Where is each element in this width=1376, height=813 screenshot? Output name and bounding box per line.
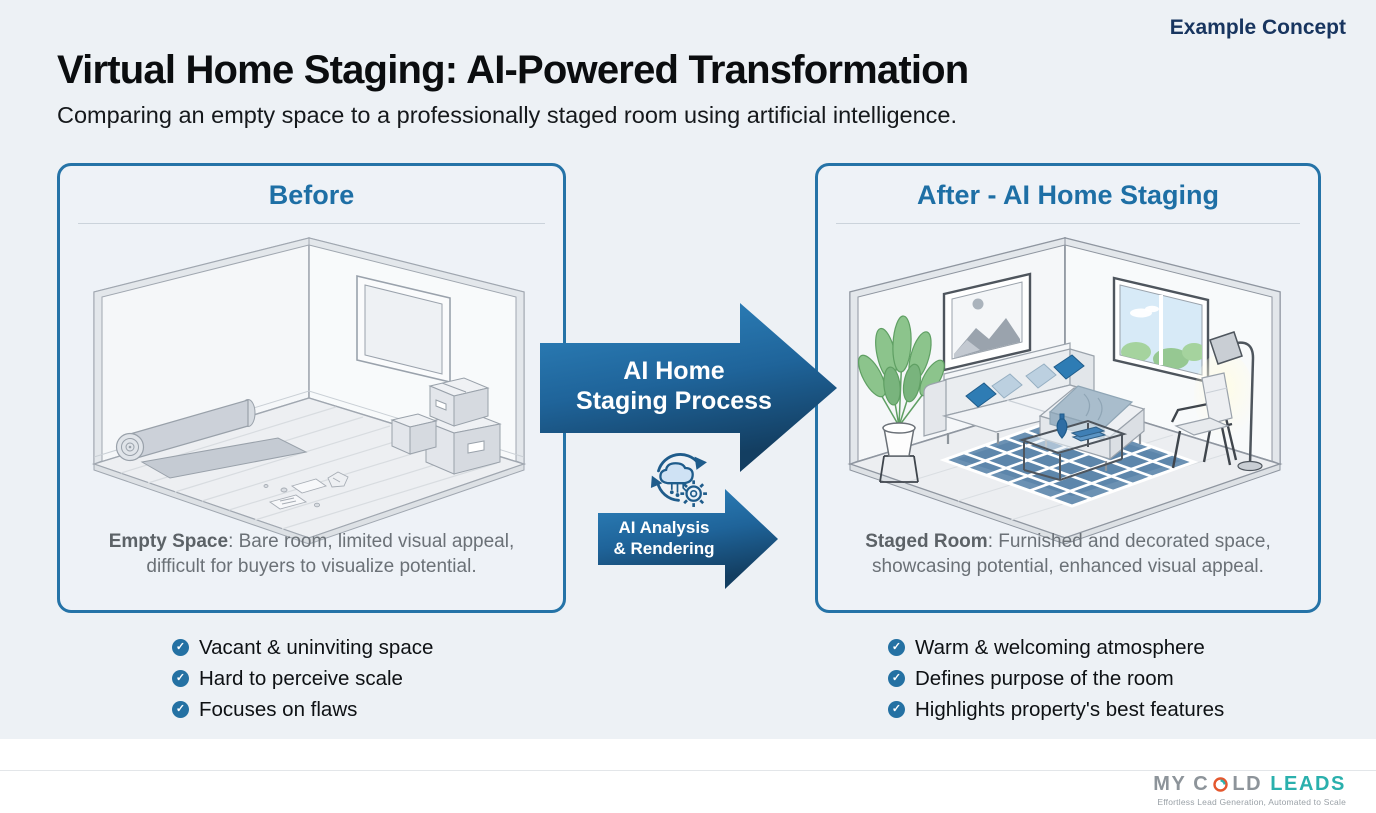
after-caption-text: : Furnished and decorated space, showcas… [872,530,1271,577]
sofa-pillows [965,354,1085,408]
coffee-table [1018,413,1128,482]
area-rug [939,414,1199,508]
footer-bar: MY C LD LEADS Effortless Lead Generation,… [0,739,1376,813]
list-item: ✓ Hard to perceive scale [172,663,433,694]
after-panel: After - AI Home Staging [815,163,1321,613]
check-icon: ✓ [888,639,905,656]
moving-boxes [389,377,502,475]
analysis-arrow [598,489,778,589]
wall-art [942,272,1032,372]
page-title: Virtual Home Staging: AI-Powered Transfo… [57,48,969,92]
footer-divider [0,770,1376,771]
main-arrow-line2: Staging Process [576,387,772,415]
staged-window [1112,276,1210,384]
list-item: ✓ Defines purpose of the room [888,663,1224,694]
after-caption: Staged Room: Furnished and decorated spa… [836,529,1300,579]
bare-window [355,274,451,384]
before-heading-divider [78,223,545,224]
check-icon: ✓ [172,639,189,656]
bullet-text: Hard to perceive scale [199,666,403,690]
bullet-text: Warm & welcoming atmosphere [915,635,1205,659]
check-icon: ✓ [172,701,189,718]
process-arrows [540,303,837,589]
list-item: ✓ Highlights property's best features [888,694,1224,725]
after-caption-label: Staged Room [865,530,988,552]
analysis-arrow-line2: & Rendering [613,539,715,558]
analysis-arrow-label: AI Analysis & Rendering [582,517,746,559]
scattered-papers [263,471,349,510]
list-item: ✓ Focuses on flaws [172,694,433,725]
brand-text-leads: LEADS [1270,773,1346,795]
check-icon: ✓ [888,670,905,687]
main-arrow-label: AI Home Staging Process [540,356,808,416]
brand-tagline: Effortless Lead Generation, Automated to… [1157,797,1346,807]
check-icon: ✓ [888,701,905,718]
main-process-arrow [540,303,837,472]
brand-wordmark: MY C LD LEADS [1153,773,1346,796]
before-bullet-list: ✓ Vacant & uninviting space ✓ Hard to perc… [172,632,433,725]
ai-cloud-gear-cycle-icon [650,453,707,507]
brand-text-prefix: MY C [1153,773,1210,795]
list-item: ✓ Warm & welcoming atmosphere [888,632,1224,663]
bullet-text: Focuses on flaws [199,697,358,721]
before-caption-label: Empty Space [108,530,229,552]
analysis-arrow-line1: AI Analysis [618,518,710,537]
before-room-illustration [91,237,526,545]
process-column: AI Home Staging Process AI Analysis & Re… [530,280,850,610]
bullet-text: Highlights property's best features [915,697,1225,721]
bullet-text: Vacant & uninviting space [199,635,434,659]
after-heading: After - AI Home Staging [916,180,1219,210]
before-caption-text: : Bare room, limited visual appeal, diff… [146,530,515,577]
brand-text-mid: LD [1232,773,1263,795]
main-arrow-line1: AI Home [623,357,725,385]
after-bullet-list: ✓ Warm & welcoming atmosphere ✓ Defines pu… [888,632,1224,725]
check-icon: ✓ [172,670,189,687]
after-heading-divider [836,223,1300,224]
list-item: ✓ Vacant & uninviting space [172,632,433,663]
floor-lamp [1209,331,1263,472]
before-heading: Before [268,180,355,210]
rolled-rug [115,399,308,479]
before-panel: Before [57,163,566,613]
before-caption: Empty Space: Bare room, limited visual a… [78,529,545,579]
brand-logo: MY C LD LEADS Effortless Lead Generation,… [1153,773,1346,807]
page-subtitle: Comparing an empty space to a profession… [57,102,957,128]
after-room-illustration [847,236,1283,545]
bullet-text: Defines purpose of the room [915,666,1174,690]
example-concept-badge: Example Concept [1169,16,1346,39]
accent-armchair [1170,372,1238,469]
chaise-ottoman [1038,385,1146,471]
brand-o-icon [1213,777,1229,792]
